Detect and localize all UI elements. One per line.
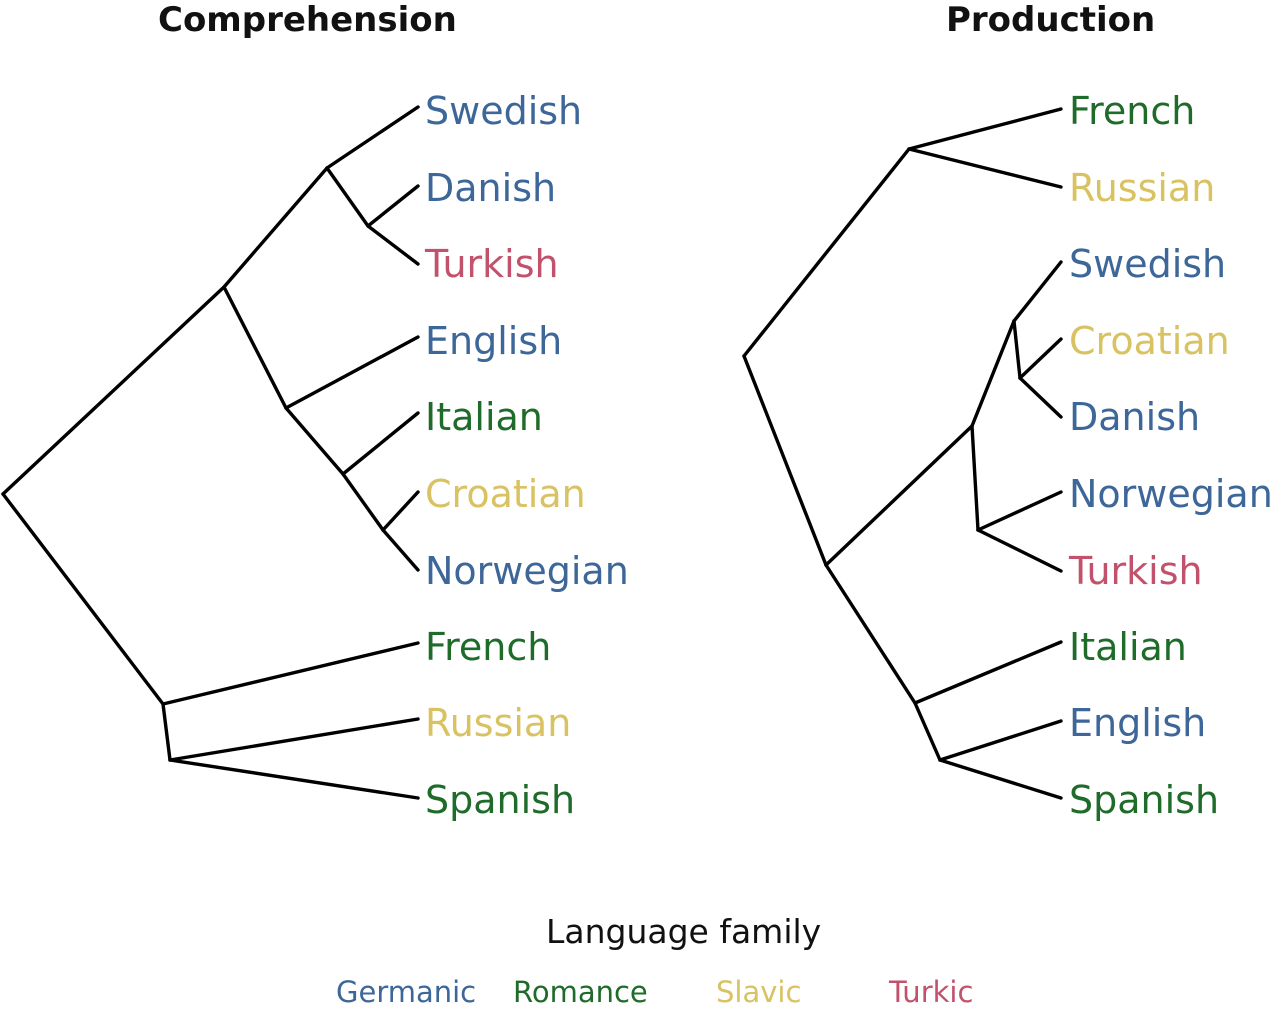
- comprehension-leaf-label-french: French: [425, 625, 551, 669]
- legend-item-turkic: Turkic: [889, 975, 974, 1009]
- legend-item-slavic: Slavic: [716, 975, 802, 1009]
- legend-item-germanic: Germanic: [336, 975, 477, 1009]
- tree-branch: [161, 641, 420, 706]
- comprehension-leaf-label-russian: Russian: [425, 701, 571, 745]
- comprehension-leaf-label-spanish: Spanish: [425, 778, 575, 822]
- tree-branch: [168, 717, 420, 762]
- tree-branch: [1018, 337, 1063, 380]
- tree-branch: [970, 319, 1016, 428]
- tree-branch: [742, 354, 828, 567]
- production-leaf-label-norwegian: Norwegian: [1069, 472, 1273, 516]
- tree-branch: [913, 640, 1063, 705]
- tree-branch: [1012, 319, 1022, 380]
- tree-branch: [907, 147, 1063, 189]
- tree-branch: [284, 335, 420, 410]
- tree-branch: [824, 563, 917, 705]
- comprehension-leaf-label-swedish: Swedish: [425, 89, 582, 133]
- comprehension-title: Comprehension: [158, 0, 457, 40]
- comprehension-leaf-label-norwegian: Norwegian: [425, 549, 629, 593]
- tree-branch: [366, 224, 420, 266]
- tree-branch: [222, 166, 329, 289]
- production-leaf-label-danish: Danish: [1069, 395, 1200, 439]
- production-leaf-label-french: French: [1069, 89, 1195, 133]
- tree-branch: [168, 758, 420, 800]
- comprehension-leaf-label-turkish: Turkish: [424, 242, 559, 286]
- tree-branch: [161, 702, 172, 762]
- dendrogram-canvas: SwedishDanishTurkishEnglishItalianCroati…: [1, 89, 1273, 822]
- legend-item-romance: Romance: [513, 975, 648, 1009]
- tree-branch: [341, 411, 420, 476]
- tree-branch: [381, 490, 420, 532]
- legend-title: Language family: [546, 912, 822, 951]
- production-leaf-label-russian: Russian: [1069, 166, 1215, 210]
- tree-branch: [742, 147, 911, 358]
- production-leaf-label-swedish: Swedish: [1069, 242, 1226, 286]
- comprehension-leaf-label-italian: Italian: [425, 395, 543, 439]
- comprehension-leaf-label-english: English: [425, 319, 562, 363]
- comprehension-leaf-label-croatian: Croatian: [425, 472, 586, 516]
- tree-branch: [325, 105, 420, 170]
- tree-branch: [284, 406, 345, 476]
- production-title: Production: [946, 0, 1156, 40]
- tree-branch: [938, 758, 1063, 800]
- tree-branch: [976, 490, 1063, 532]
- tree-branch: [341, 472, 385, 532]
- tree-branch: [824, 424, 974, 567]
- tree-branch: [1, 285, 226, 496]
- tree-branch: [913, 701, 942, 762]
- tree-branch: [907, 107, 1063, 151]
- tree-branch: [325, 166, 370, 228]
- tree-branch: [381, 528, 420, 572]
- production-leaf-label-spanish: Spanish: [1069, 778, 1219, 822]
- comprehension-leaf-label-danish: Danish: [425, 166, 556, 210]
- tree-branch: [1012, 260, 1063, 323]
- tree-branch: [1, 492, 165, 706]
- production-leaf-label-croatian: Croatian: [1069, 319, 1230, 363]
- comprehension-dendrogram: [1, 105, 420, 800]
- production-leaf-label-italian: Italian: [1069, 625, 1187, 669]
- tree-branch: [366, 184, 420, 228]
- production-leaf-label-english: English: [1069, 701, 1206, 745]
- production-leaf-label-turkish: Turkish: [1068, 549, 1203, 593]
- tree-branch: [1018, 376, 1063, 419]
- tree-branch: [970, 424, 980, 532]
- leaf-labels: SwedishDanishTurkishEnglishItalianCroati…: [424, 89, 1273, 822]
- tree-branch: [976, 528, 1063, 573]
- tree-branch: [938, 719, 1063, 762]
- tree-branch: [222, 285, 288, 410]
- production-dendrogram: [742, 107, 1063, 800]
